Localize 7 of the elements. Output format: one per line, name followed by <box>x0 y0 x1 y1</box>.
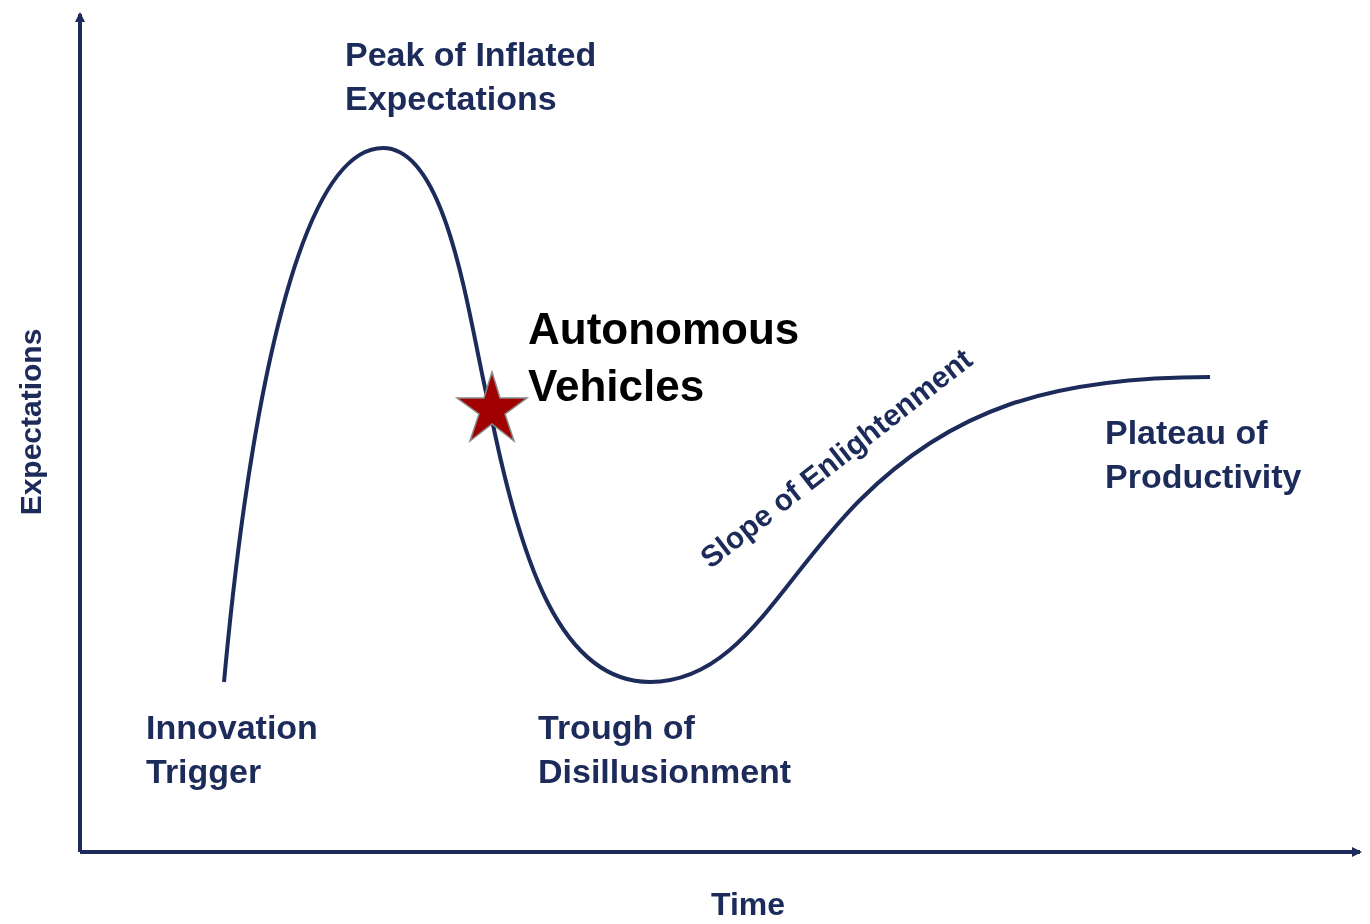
stage-label: Peak of Inflated Expectations <box>345 34 598 120</box>
stage-label: Plateau of Productivity <box>1105 412 1303 498</box>
axis-title: Expectations <box>12 328 48 516</box>
stage-label: Innovation Trigger <box>146 707 319 793</box>
axis-title: Time <box>710 885 786 924</box>
highlight-label: Autonomous Vehicles <box>528 303 800 411</box>
stage-label: Trough of Disillusionment <box>538 707 793 793</box>
